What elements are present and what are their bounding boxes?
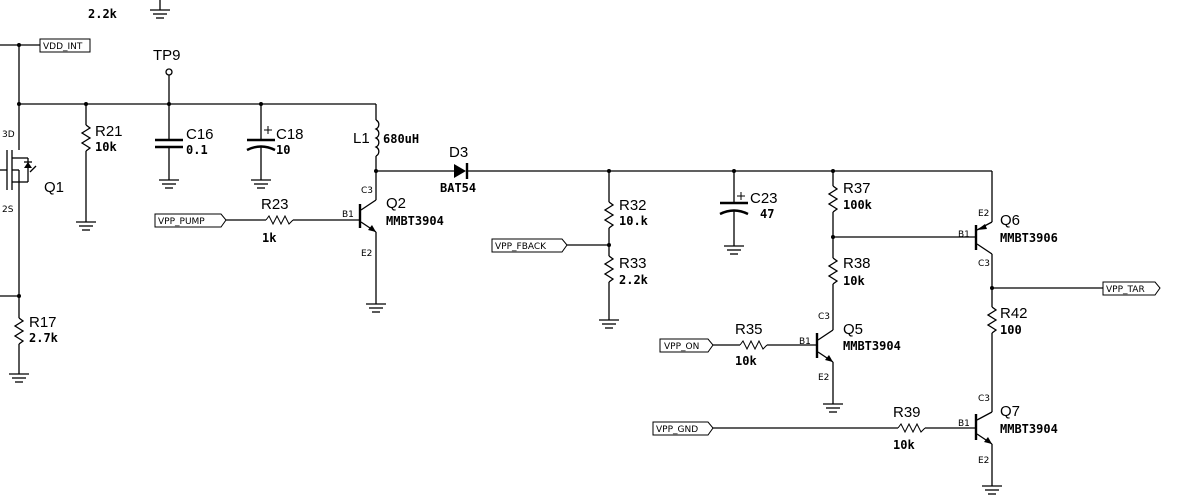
r39-value: 10k: [893, 438, 915, 452]
q5-ref: Q5: [843, 321, 863, 338]
c18-value: 10: [276, 143, 290, 157]
r42-value: 100: [1000, 323, 1022, 337]
resistor-r17: [9, 296, 29, 383]
q2-ref: Q2: [386, 195, 406, 212]
r38-value: 10k: [843, 274, 865, 288]
r17-ref: R17: [29, 314, 57, 331]
q5-pin-e: E2: [818, 373, 829, 383]
r39-ref: R39: [893, 404, 921, 421]
d3-ref: D3: [449, 144, 468, 161]
r35-value: 10k: [735, 354, 757, 368]
r21-ref: R21: [95, 123, 123, 140]
mosfet-q1: [0, 127, 37, 200]
resistor-r38: [827, 257, 839, 325]
q2-pin-b: B1: [342, 210, 354, 220]
q2-value: MMBT3904: [386, 214, 444, 228]
inductor-l1: [374, 104, 380, 171]
l1-value: 680uH: [383, 132, 419, 146]
test-point-tp9: [165, 68, 173, 76]
r42-ref: R42: [1000, 305, 1028, 322]
r23-ref: R23: [261, 196, 289, 213]
resistor-r21: [76, 102, 96, 231]
q2-pin-c: C3: [361, 186, 373, 196]
svg-text:VPP_FBACK: VPP_FBACK: [495, 242, 547, 252]
q5-value: MMBT3904: [843, 339, 901, 353]
q6-value: MMBT3906: [1000, 231, 1058, 245]
svg-text:VPP_ON: VPP_ON: [664, 342, 699, 352]
q6-pin-e: E2: [978, 209, 989, 219]
c16-ref: C16: [186, 126, 214, 143]
top-resistor-value: 2.2k: [88, 7, 118, 21]
resistor-r32: [603, 169, 615, 256]
q6-pin-b: B1: [958, 230, 970, 240]
diode-d3: [454, 163, 469, 179]
net-label-vdd-int: VDD_INT: [0, 38, 91, 53]
capacitor-c16: [155, 104, 183, 189]
c18-ref: C18: [276, 126, 304, 143]
d3-value: BAT54: [440, 181, 476, 195]
resistor-r37: [827, 169, 839, 258]
r37-value: 100k: [843, 198, 873, 212]
svg-text:VPP_TAR: VPP_TAR: [1106, 285, 1145, 295]
q7-ref: Q7: [1000, 403, 1020, 420]
resistor-r33: [599, 243, 619, 329]
q7-pin-c: C3: [978, 394, 990, 404]
q6-ref: Q6: [1000, 212, 1020, 229]
r33-ref: R33: [619, 255, 647, 272]
q5-pin-c: C3: [818, 312, 830, 322]
r32-ref: R32: [619, 197, 647, 214]
r33-value: 2.2k: [619, 273, 649, 287]
r32-value: 10.k: [619, 214, 649, 228]
r17-value: 2.7k: [29, 331, 59, 345]
svg-text:VDD_INT: VDD_INT: [43, 42, 83, 52]
transistor-q2: [358, 171, 386, 313]
resistor-r42: [986, 306, 998, 404]
q7-value: MMBT3904: [1000, 422, 1058, 436]
svg-text:VPP_GND: VPP_GND: [656, 425, 698, 435]
q1-ref: Q1: [44, 179, 64, 196]
q7-pin-b: B1: [958, 419, 970, 429]
capacitor-c18: [246, 102, 276, 189]
capacitor-c23: [719, 169, 749, 255]
r37-ref: R37: [843, 180, 871, 197]
q7-pin-e: E2: [978, 456, 989, 466]
net-label-vpp-on: VPP_ON: [659, 338, 817, 353]
q2-pin-e: E2: [361, 249, 372, 259]
ground-symbol-top: [150, 0, 170, 19]
r21-value: 10k: [95, 140, 117, 154]
junction-dot: [17, 102, 21, 106]
tp9-label: TP9: [153, 47, 181, 64]
net-label-vpp-tar: VPP_TAR: [992, 281, 1161, 296]
transistor-q7: [974, 404, 1002, 495]
net-label-vpp-pump: VPP_PUMP: [154, 213, 360, 228]
r23-value: 1k: [262, 231, 277, 245]
q6-pin-c: C3: [978, 259, 990, 269]
r35-ref: R35: [735, 321, 763, 338]
q1-pin-s: 2S: [2, 205, 14, 215]
c16-value: 0.1: [186, 143, 208, 157]
c23-value: 47: [760, 207, 774, 221]
q1-pin-d: 3D: [2, 130, 15, 140]
r38-ref: R38: [843, 255, 871, 272]
net-label-vpp-gnd: VPP_GND: [652, 421, 976, 436]
net-label-vpp-fback: VPP_FBACK: [491, 238, 609, 253]
q5-pin-b: B1: [799, 337, 811, 347]
transistor-q6: [974, 171, 993, 307]
transistor-q5: [815, 325, 843, 413]
svg-text:VPP_PUMP: VPP_PUMP: [158, 217, 205, 227]
l1-ref: L1: [353, 130, 370, 147]
c23-ref: C23: [750, 190, 778, 207]
